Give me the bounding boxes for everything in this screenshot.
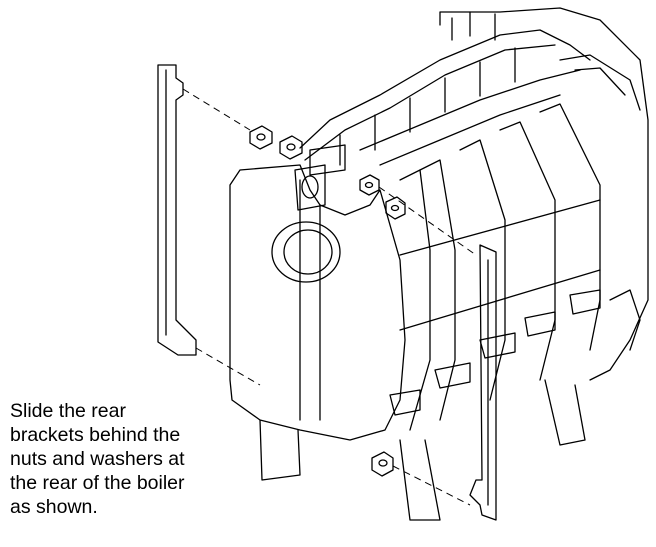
caption-line: Slide the rear: [10, 400, 126, 422]
nut-upper-left: [249, 125, 273, 150]
rear-bracket-right: [469, 244, 497, 521]
flue-opening: [271, 221, 341, 283]
nut-lower: [371, 451, 394, 477]
rear-bracket-left: [157, 64, 197, 356]
caption-line: as shown.: [10, 496, 98, 518]
boiler-front-section: [229, 164, 406, 441]
nut-upper-mid: [279, 135, 303, 160]
caption-line: the rear of the boiler: [10, 472, 185, 494]
nut-right: [385, 196, 406, 220]
caption-line: brackets behind the: [10, 424, 181, 446]
front-boss: [294, 144, 346, 211]
boiler-top: [299, 29, 591, 166]
boiler-sections: [399, 103, 601, 431]
caption-line: nuts and washers at: [10, 448, 185, 470]
alignment-lines: [182, 88, 477, 506]
instruction-caption: Slide the rear brackets behind the nuts …: [10, 399, 240, 519]
boiler-legs: [259, 379, 586, 521]
nut-center: [359, 174, 380, 196]
section-latches: [389, 289, 601, 416]
boiler-back-sections: [439, 7, 649, 381]
